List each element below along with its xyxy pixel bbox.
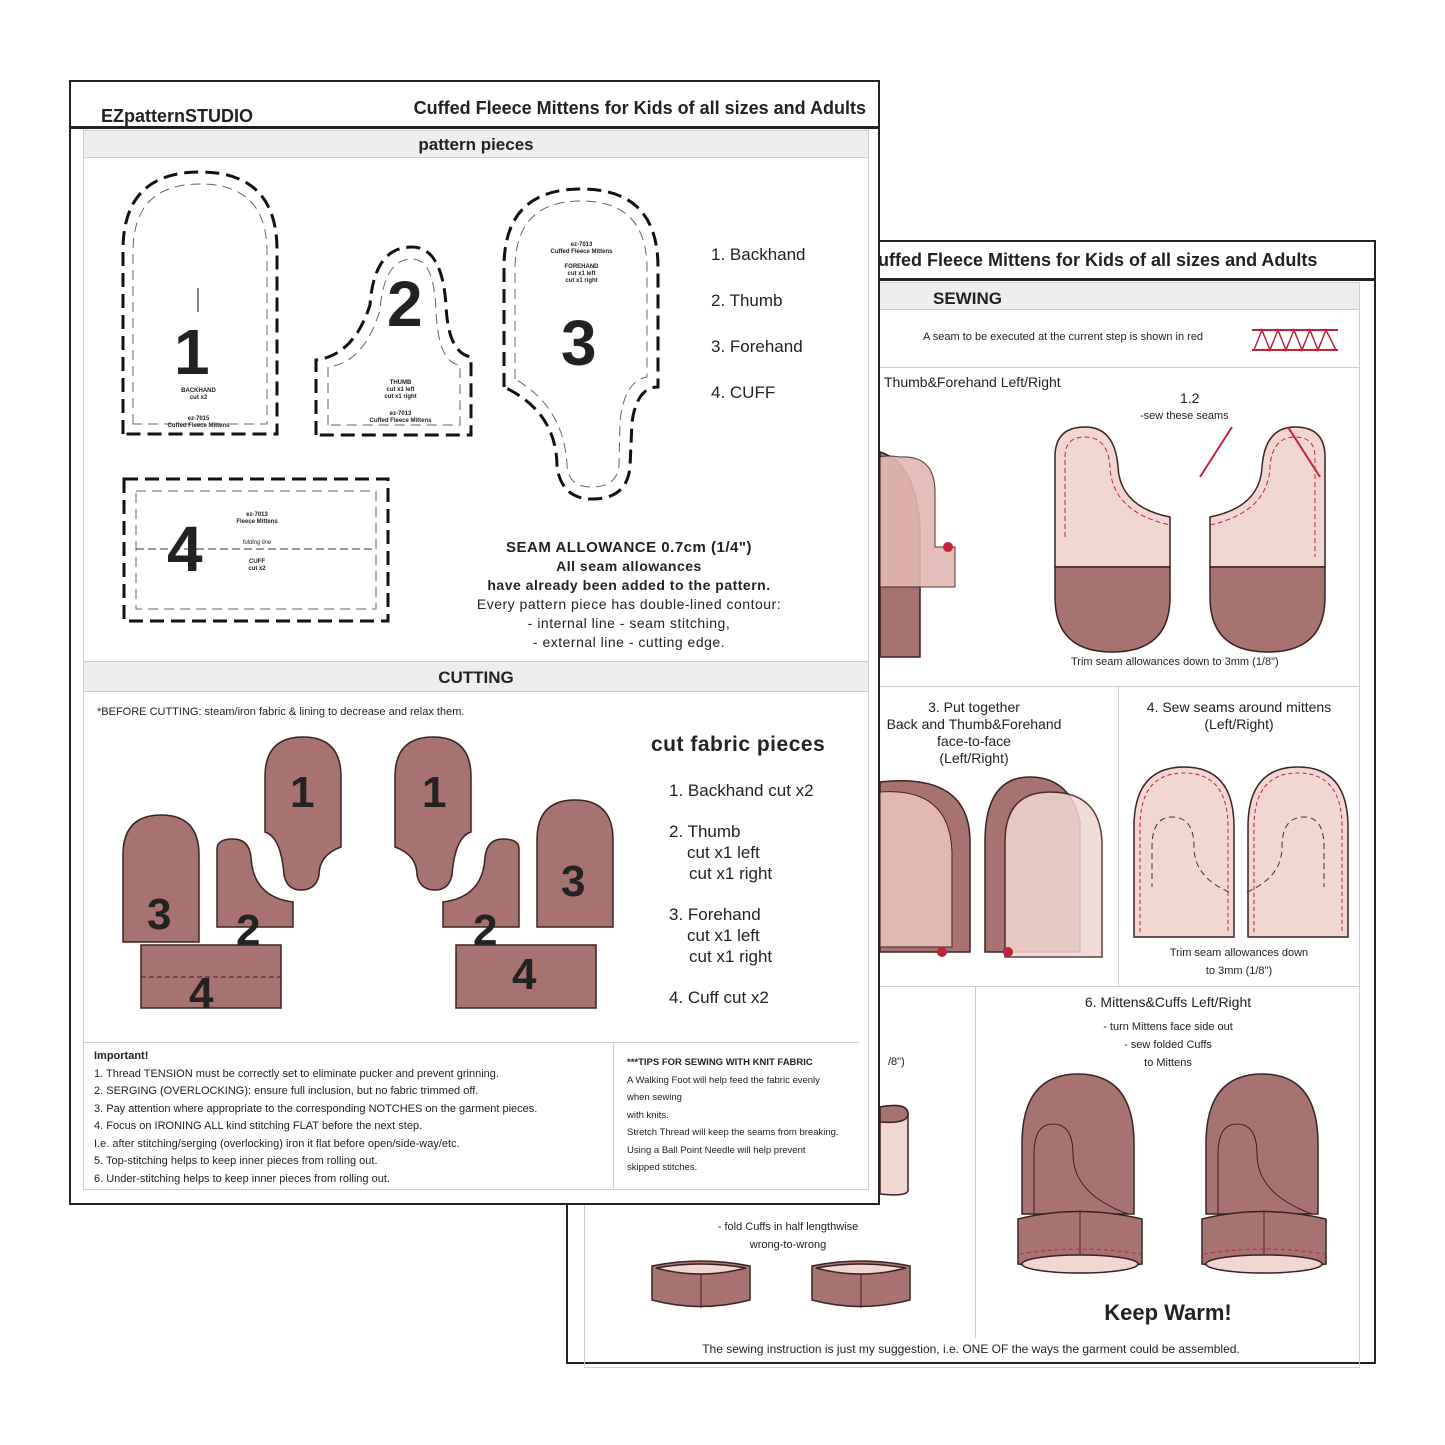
page2-title: uffed Fleece Mittens for Kids of all siz…	[878, 250, 1318, 270]
cuff-tube-illustration	[879, 1104, 909, 1196]
knit-tips: ***TIPS FOR SEWING WITH KNIT FABRIC A Wa…	[627, 1057, 839, 1173]
cutting-header: CUTTING	[83, 661, 869, 692]
thumb-forehand-illustration	[879, 426, 1326, 658]
step12-label: 1.2	[1180, 390, 1200, 406]
pattern-page: EZpatternSTUDIO Cuffed Fleece Mittens fo…	[69, 80, 880, 1205]
cut-number: 2	[236, 906, 261, 955]
finished-mittens-illustration	[1017, 1073, 1327, 1274]
step6-title: 6. Mittens&Cuffs Left/Right	[1084, 994, 1252, 1010]
pattern-piece-cuff	[122, 477, 390, 623]
piece-number-1: 1	[174, 316, 210, 388]
cut-number: 1	[422, 768, 447, 817]
step6-notes: - turn Mittens face side out- sew folded…	[1103, 1021, 1233, 1069]
piece-number-3: 3	[561, 307, 597, 379]
pattern-header: pattern pieces	[83, 130, 869, 158]
step4-text: 4. Sew seams around mittens(Left/Right)	[1146, 699, 1332, 732]
pattern-piece-thumb	[314, 245, 473, 437]
red-seam-icon	[1252, 327, 1338, 353]
cutting-layout-illustration	[122, 736, 614, 1009]
divider	[71, 126, 878, 129]
important-notes: Important! 1. Thread TENSION must be cor…	[94, 1050, 538, 1185]
step1-trim-note: Trim seam allowances down to 3mm (1/8")	[1071, 656, 1279, 668]
legend-text: A seam to be executed at the current ste…	[923, 331, 1204, 343]
piece-number-4: 4	[167, 513, 203, 585]
closing-text: Keep Warm!	[1104, 1300, 1232, 1325]
cut-number: 4	[189, 969, 214, 1018]
step3-illustration	[879, 776, 1103, 958]
footer-note: The sewing instruction is just my sugges…	[702, 1342, 1240, 1356]
page1-title: Cuffed Fleece Mittens for Kids of all si…	[413, 98, 866, 118]
piece-number-2: 2	[387, 268, 423, 340]
divider	[568, 278, 1374, 281]
step1-title: Thumb&Forehand Left/Right	[884, 374, 1061, 390]
cut-number: 3	[561, 857, 586, 906]
seam-allowance-info: SEAM ALLOWANCE 0.7cm (1/4") All seam all…	[476, 539, 782, 650]
step4-illustration	[1133, 766, 1349, 938]
cut-number: 3	[147, 890, 172, 939]
step5-partial: /8")	[888, 1056, 905, 1068]
pattern-piece-forehand	[502, 187, 660, 501]
section-title: SEWING	[933, 289, 1002, 308]
cut-number: 4	[512, 950, 537, 999]
before-cutting-note: *BEFORE CUTTING: steam/iron fabric & lin…	[97, 706, 465, 718]
cut-fabric-title: cut fabric pieces	[651, 733, 826, 756]
cut-number: 1	[290, 768, 315, 817]
pattern-piece-backhand	[121, 170, 279, 436]
step12-note: -sew these seams	[1140, 410, 1229, 422]
brand-logo: EZpatternSTUDIO	[101, 106, 254, 126]
folded-cuffs-illustration	[651, 1260, 911, 1308]
cut-number: 2	[473, 906, 498, 955]
